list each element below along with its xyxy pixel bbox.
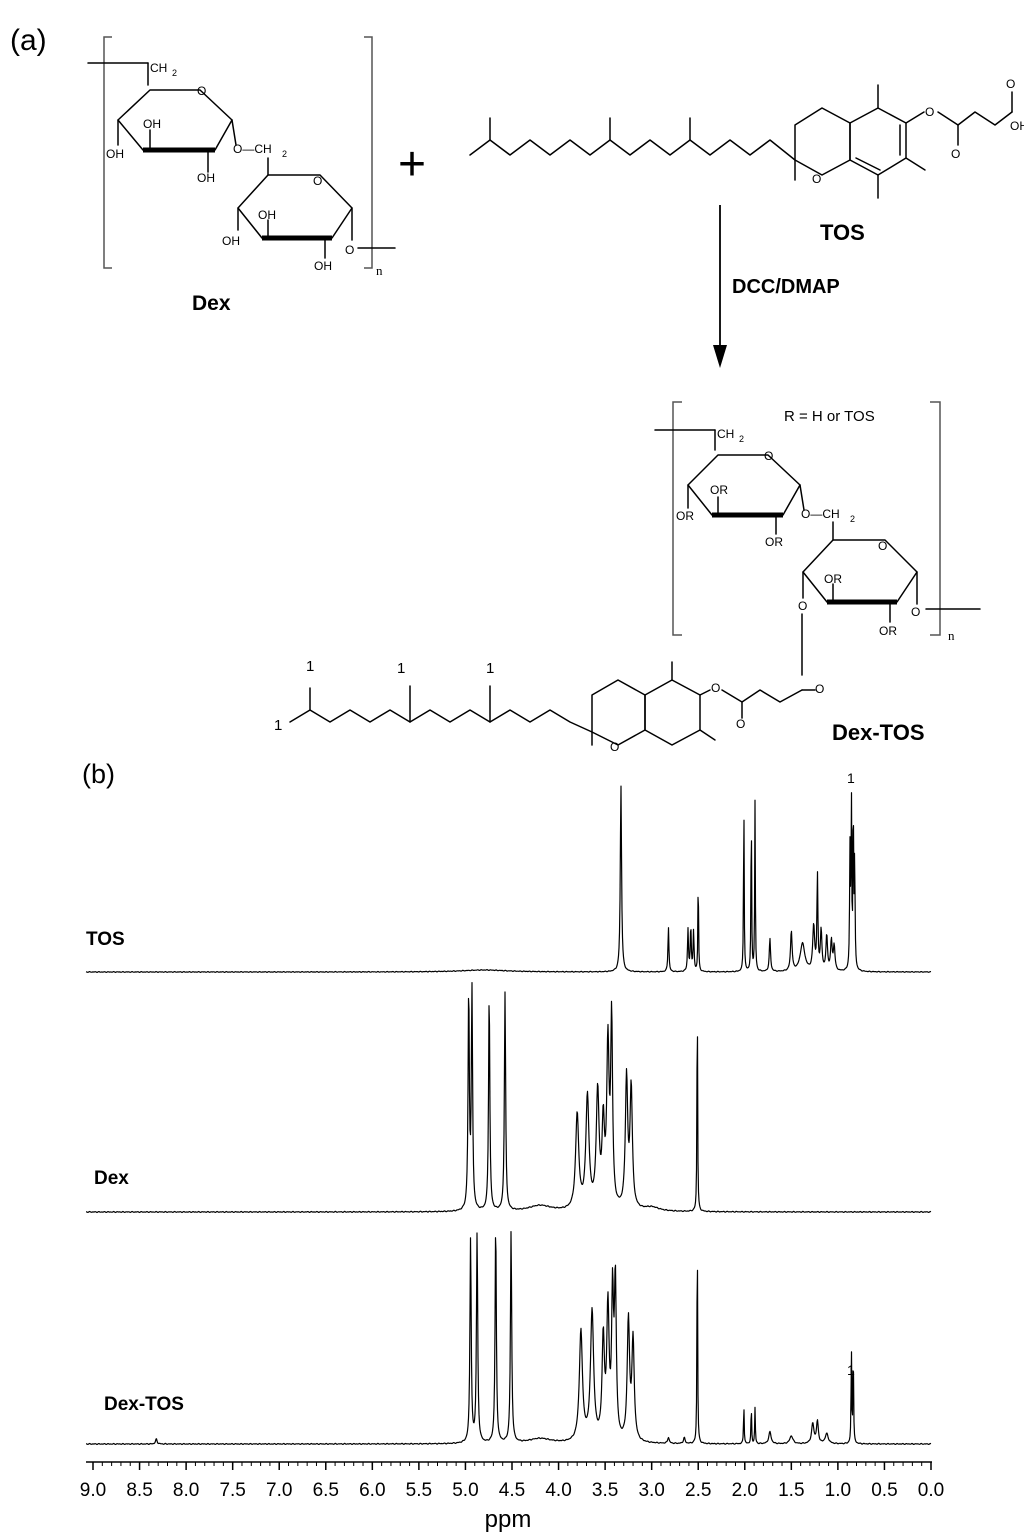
svg-text:O: O xyxy=(1006,77,1015,91)
svg-text:OH: OH xyxy=(197,171,215,185)
axis-tick-label: 2.5 xyxy=(685,1480,711,1501)
svg-text:2: 2 xyxy=(172,68,177,78)
svg-text:O: O xyxy=(345,243,354,257)
svg-text:O: O xyxy=(798,599,807,613)
svg-text:O: O xyxy=(951,147,960,161)
axis-tick-label: 6.5 xyxy=(313,1480,339,1501)
plus-sign: + xyxy=(398,138,426,191)
axis-tick-label: 8.0 xyxy=(173,1480,199,1501)
spectrum-trace-dex xyxy=(85,982,932,1214)
spectrum-trace-dex-tos xyxy=(85,1231,932,1446)
axis-tick-label: 4.0 xyxy=(545,1480,571,1501)
svg-text:OR: OR xyxy=(824,572,842,586)
tos-structure: O O O O OH xyxy=(469,77,1024,199)
svg-text:2: 2 xyxy=(282,149,287,159)
axis-tick-label: 0.5 xyxy=(871,1480,897,1501)
dex-repeat-n: n xyxy=(376,263,383,278)
r-group-note: R = H or TOS xyxy=(784,408,875,425)
dex-repeat-bracket: n xyxy=(103,36,383,278)
svg-text:O: O xyxy=(313,174,322,188)
panel-a-label: (a) xyxy=(10,24,47,57)
panel-b-label: (b) xyxy=(82,759,115,789)
dex-tos-repeat-bracket: n xyxy=(672,401,955,643)
svg-text:CH: CH xyxy=(150,61,167,75)
svg-text:1: 1 xyxy=(397,660,405,677)
axis-tick-label: 4.5 xyxy=(499,1480,525,1501)
svg-text:1: 1 xyxy=(486,660,494,677)
svg-text:OH: OH xyxy=(314,259,332,273)
ppm-axis: 9.0 8.5 8.0 7.5 7.0 6.5 6.0 5.5 5.0 4.5 4.0 3.5 3.0 2… xyxy=(80,1461,944,1501)
tos-peak-1-marker: 1 xyxy=(847,770,855,786)
svg-text:OH: OH xyxy=(258,208,276,222)
spectrum-label-dex: Dex xyxy=(94,1168,129,1189)
svg-text:OH: OH xyxy=(222,234,240,248)
axis-tick-label: 7.0 xyxy=(266,1480,292,1501)
svg-text:OR: OR xyxy=(676,509,694,523)
svg-text:OH: OH xyxy=(1010,119,1024,133)
dex-tos-label: Dex-TOS xyxy=(832,720,925,745)
axis-tick-label: 5.0 xyxy=(452,1480,478,1501)
svg-text:O: O xyxy=(764,449,773,463)
svg-text:O: O xyxy=(711,681,720,695)
tos-label: TOS xyxy=(820,220,865,245)
axis-tick-label: 1.0 xyxy=(825,1480,851,1501)
svg-text:O: O xyxy=(610,740,619,754)
axis-tick-label: 3.0 xyxy=(638,1480,664,1501)
svg-text:CH: CH xyxy=(717,427,734,441)
svg-text:OH: OH xyxy=(143,117,161,131)
svg-text:O—CH: O—CH xyxy=(233,142,272,156)
svg-text:OR: OR xyxy=(879,624,897,638)
axis-tick-label: 7.5 xyxy=(219,1480,245,1501)
axis-tick-label: 1.5 xyxy=(778,1480,804,1501)
svg-text:O: O xyxy=(878,539,887,553)
svg-text:OR: OR xyxy=(710,483,728,497)
dex-structure: CH 2 O OH OH OH O—CH 2 O OH OH OH O xyxy=(87,61,396,273)
svg-text:OR: OR xyxy=(765,535,783,549)
svg-text:2: 2 xyxy=(739,434,744,444)
axis-tick-label: 9.0 xyxy=(80,1480,106,1501)
axis-tick-label: 0.0 xyxy=(918,1480,944,1501)
svg-text:O: O xyxy=(911,605,920,619)
axis-tick-label: 6.0 xyxy=(359,1480,385,1501)
spectrum-label-tos: TOS xyxy=(86,929,125,950)
dex-tos-repeat-n: n xyxy=(948,628,955,643)
axis-tick-label: 3.5 xyxy=(592,1480,618,1501)
svg-text:1: 1 xyxy=(274,717,282,734)
axis-tick-label: 5.5 xyxy=(406,1480,432,1501)
spectrum-label-dex-tos: Dex-TOS xyxy=(104,1394,184,1415)
reaction-arrow xyxy=(713,205,727,368)
svg-text:1: 1 xyxy=(306,658,314,675)
svg-text:O: O xyxy=(736,717,745,731)
svg-text:O: O xyxy=(197,84,206,98)
svg-text:2: 2 xyxy=(850,514,855,524)
x-axis-label: ppm xyxy=(485,1506,532,1533)
dex-label: Dex xyxy=(192,292,231,315)
reagent-label: DCC/DMAP xyxy=(732,276,840,298)
spectrum-trace-tos xyxy=(85,785,932,973)
svg-text:O: O xyxy=(815,682,824,696)
svg-text:O: O xyxy=(812,172,821,186)
svg-text:OH: OH xyxy=(106,147,124,161)
svg-text:O: O xyxy=(925,105,934,119)
axis-tick-label: 2.0 xyxy=(732,1480,758,1501)
dex-tos-structure: CH 2 O OR OR OR O—CH 2 O OR OR O O O xyxy=(274,427,981,754)
svg-text:O—CH: O—CH xyxy=(801,507,840,521)
axis-tick-label: 8.5 xyxy=(126,1480,152,1501)
